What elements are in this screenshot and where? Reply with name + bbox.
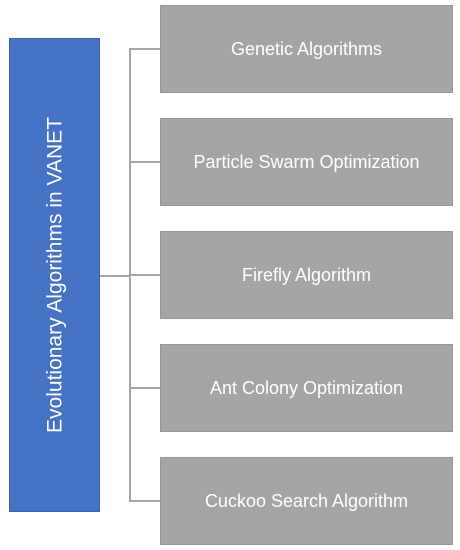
branch-connector-pso bbox=[129, 161, 160, 163]
node-cuckoo-search-algorithm: Cuckoo Search Algorithm bbox=[160, 457, 453, 545]
node-ant-colony-optimization: Ant Colony Optimization bbox=[160, 344, 453, 432]
root-node: Evolutionary Algorithms in VANET bbox=[9, 38, 100, 512]
root-node-label: Evolutionary Algorithms in VANET bbox=[43, 117, 66, 433]
branch-connector-firefly bbox=[129, 274, 160, 276]
node-label: Particle Swarm Optimization bbox=[193, 151, 420, 172]
root-connector bbox=[100, 275, 130, 277]
node-particle-swarm-optimization: Particle Swarm Optimization bbox=[160, 118, 453, 206]
node-genetic-algorithms: Genetic Algorithms bbox=[160, 5, 453, 93]
branch-connector-genetic bbox=[129, 48, 160, 50]
branch-connector-ant-colony bbox=[129, 387, 160, 389]
node-label: Genetic Algorithms bbox=[230, 38, 383, 59]
node-label: Ant Colony Optimization bbox=[209, 377, 404, 398]
node-label: Firefly Algorithm bbox=[241, 264, 372, 285]
node-label: Cuckoo Search Algorithm bbox=[204, 490, 409, 511]
branch-connector-cuckoo bbox=[129, 500, 160, 502]
node-firefly-algorithm: Firefly Algorithm bbox=[160, 231, 453, 319]
